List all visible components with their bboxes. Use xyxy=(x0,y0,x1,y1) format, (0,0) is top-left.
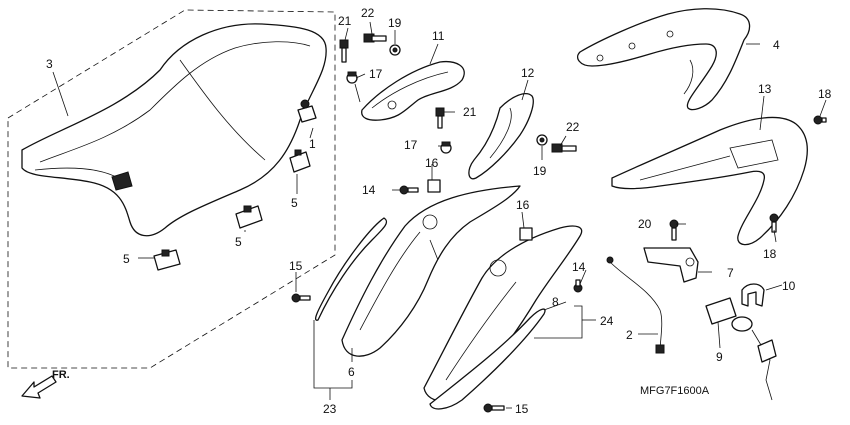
callout-16b: 16 xyxy=(516,198,530,212)
callout-17a: 17 xyxy=(369,67,383,81)
diagram-code: MFG7F1600A xyxy=(640,385,710,397)
callout-labels: 1 2 3 4 5 5 5 6 7 8 9 10 11 12 13 14 14 … xyxy=(46,6,832,416)
callout-12: 12 xyxy=(521,66,535,80)
lock-bracket-7 xyxy=(643,247,699,283)
callout-10: 10 xyxy=(782,279,796,293)
callout-22a: 22 xyxy=(361,6,375,20)
seat-bracket-1 xyxy=(297,99,317,123)
callout-4: 4 xyxy=(773,38,780,52)
callout-7: 7 xyxy=(727,266,734,280)
bolt-15b xyxy=(483,403,505,413)
callout-17b: 17 xyxy=(404,138,418,152)
callout-3: 3 xyxy=(46,57,53,71)
seat-bracket-5a xyxy=(289,149,311,173)
callout-18a: 18 xyxy=(818,87,832,101)
rear-carrier-4 xyxy=(577,8,751,111)
grab-rail-left-11 xyxy=(361,60,465,121)
bolt-22a xyxy=(363,33,387,43)
callout-5c: 5 xyxy=(123,252,130,266)
leader-lines xyxy=(52,21,827,409)
bolt-22b xyxy=(551,143,577,153)
callout-21b: 21 xyxy=(463,105,477,119)
callout-19a: 19 xyxy=(388,16,402,30)
side-cover-left-6 xyxy=(314,185,521,357)
bolt-21a xyxy=(339,39,349,63)
clip-16a xyxy=(427,179,441,193)
callout-11: 11 xyxy=(432,29,445,43)
callout-15b: 15 xyxy=(515,402,529,416)
bolt-18a xyxy=(813,115,827,125)
callout-5a: 5 xyxy=(291,196,298,210)
callout-2: 2 xyxy=(626,328,633,342)
grommet-17a xyxy=(346,71,358,84)
washer-19a xyxy=(389,44,401,56)
callout-8: 8 xyxy=(552,295,559,309)
bolt-20 xyxy=(669,219,679,241)
callout-5b: 5 xyxy=(235,235,242,249)
callout-16a: 16 xyxy=(425,156,439,170)
callout-9: 9 xyxy=(716,350,723,364)
callout-20: 20 xyxy=(638,217,652,231)
callout-1: 1 xyxy=(309,137,316,151)
callout-14a: 14 xyxy=(362,183,376,197)
seat-bracket-5c xyxy=(153,249,181,271)
rear-cowl-13 xyxy=(611,116,808,246)
clip-16b xyxy=(519,227,533,241)
seat-lock-9 xyxy=(705,297,777,401)
seat-group-outline xyxy=(7,9,336,369)
callout-22b: 22 xyxy=(566,120,580,134)
callout-23: 23 xyxy=(323,402,337,416)
front-direction-arrow-icon xyxy=(21,375,57,399)
bolt-18b xyxy=(769,213,779,233)
seat-part xyxy=(21,23,327,237)
washer-19b xyxy=(536,134,548,146)
grommet-17b xyxy=(440,141,452,154)
bolt-21b xyxy=(435,107,445,129)
side-cover-right-8 xyxy=(423,225,583,410)
callout-18b: 18 xyxy=(763,247,777,261)
callout-24: 24 xyxy=(600,314,614,328)
callout-15a: 15 xyxy=(289,259,303,273)
seat-bracket-5b xyxy=(235,205,263,229)
seat-lock-cable-2 xyxy=(606,256,665,354)
bolt-15a xyxy=(291,293,311,303)
lock-clip-10 xyxy=(741,283,765,307)
callout-19b: 19 xyxy=(533,164,547,178)
front-marker-label: FR. xyxy=(52,369,70,381)
callout-21a: 21 xyxy=(338,14,352,28)
callout-6: 6 xyxy=(348,365,355,379)
grab-rail-right-12 xyxy=(468,93,534,180)
bolt-14a xyxy=(399,185,419,195)
callout-14b: 14 xyxy=(572,260,586,274)
callout-13: 13 xyxy=(758,82,772,96)
